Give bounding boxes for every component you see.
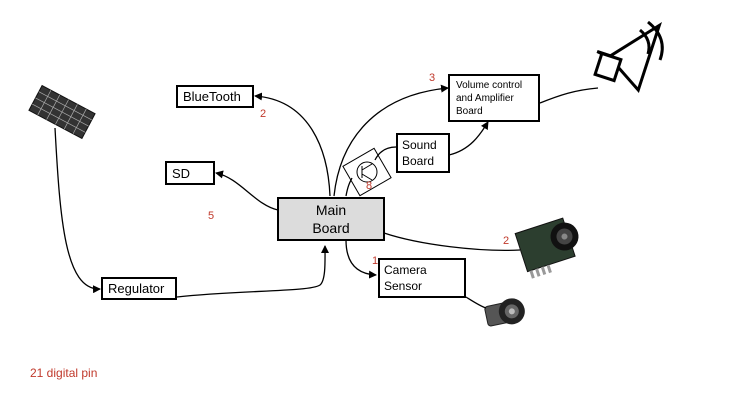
connector-camera-sensor-icon bbox=[465, 296, 487, 309]
regulator-label: Regulator bbox=[108, 281, 165, 296]
pin-count-sound: 8 bbox=[366, 180, 373, 192]
connector-transistor-sound bbox=[374, 146, 397, 161]
camera-sensor-icon bbox=[484, 298, 525, 327]
sd-box: SD bbox=[165, 161, 215, 185]
pin-count-sd: 5 bbox=[208, 210, 215, 222]
pin-count-volume: 3 bbox=[429, 72, 436, 84]
regulator-box: Regulator bbox=[101, 277, 177, 300]
connector-main-sd bbox=[215, 170, 279, 211]
connector-main-bluetooth bbox=[254, 92, 331, 197]
connector-main-transistor bbox=[345, 177, 353, 197]
main-board-label-line2: Board bbox=[312, 220, 350, 236]
footer-note: 21 digital pin bbox=[30, 366, 98, 380]
sd-label: SD bbox=[172, 165, 191, 181]
connector-main-camera-sensor bbox=[345, 239, 377, 279]
sound-board-label-line1: Sound bbox=[402, 138, 437, 152]
speaker-icon bbox=[593, 20, 664, 94]
main-board-label-line1: Main bbox=[315, 202, 347, 218]
camera-sensor-box: Camera Sensor bbox=[378, 258, 466, 298]
pin-count-camera-sensor: 1 bbox=[372, 255, 379, 267]
volume-label-line1: Volume control bbox=[456, 80, 523, 91]
camera-module-icon bbox=[514, 217, 579, 279]
volume-amplifier-box: Volume control and Amplifier Board bbox=[448, 74, 540, 122]
transistor-icon bbox=[342, 147, 392, 197]
connector-main-volume bbox=[333, 84, 449, 197]
connector-main-camera-module bbox=[383, 232, 521, 251]
main-board-box: Main Board bbox=[277, 197, 385, 241]
pin-count-bluetooth: 2 bbox=[260, 108, 267, 120]
sound-board-label-line2: Board bbox=[402, 154, 435, 168]
sound-board-box: Sound Board bbox=[396, 133, 450, 173]
volume-label-line2: and Amplifier bbox=[456, 93, 514, 104]
connector-sound-volume bbox=[448, 121, 489, 156]
camera-sensor-label-line2: Sensor bbox=[384, 279, 423, 293]
connector-regulator-main bbox=[176, 245, 330, 298]
pin-count-camera-module: 2 bbox=[503, 235, 510, 247]
connector-solar-regulator bbox=[54, 127, 101, 294]
solar-panel-icon bbox=[28, 84, 96, 140]
bluetooth-box: BlueTooth bbox=[176, 85, 254, 108]
camera-sensor-label-line1: Camera bbox=[384, 263, 427, 277]
volume-label-line3: Board bbox=[456, 106, 483, 117]
bluetooth-label: BlueTooth bbox=[183, 89, 241, 104]
connector-volume-speaker bbox=[539, 87, 599, 104]
